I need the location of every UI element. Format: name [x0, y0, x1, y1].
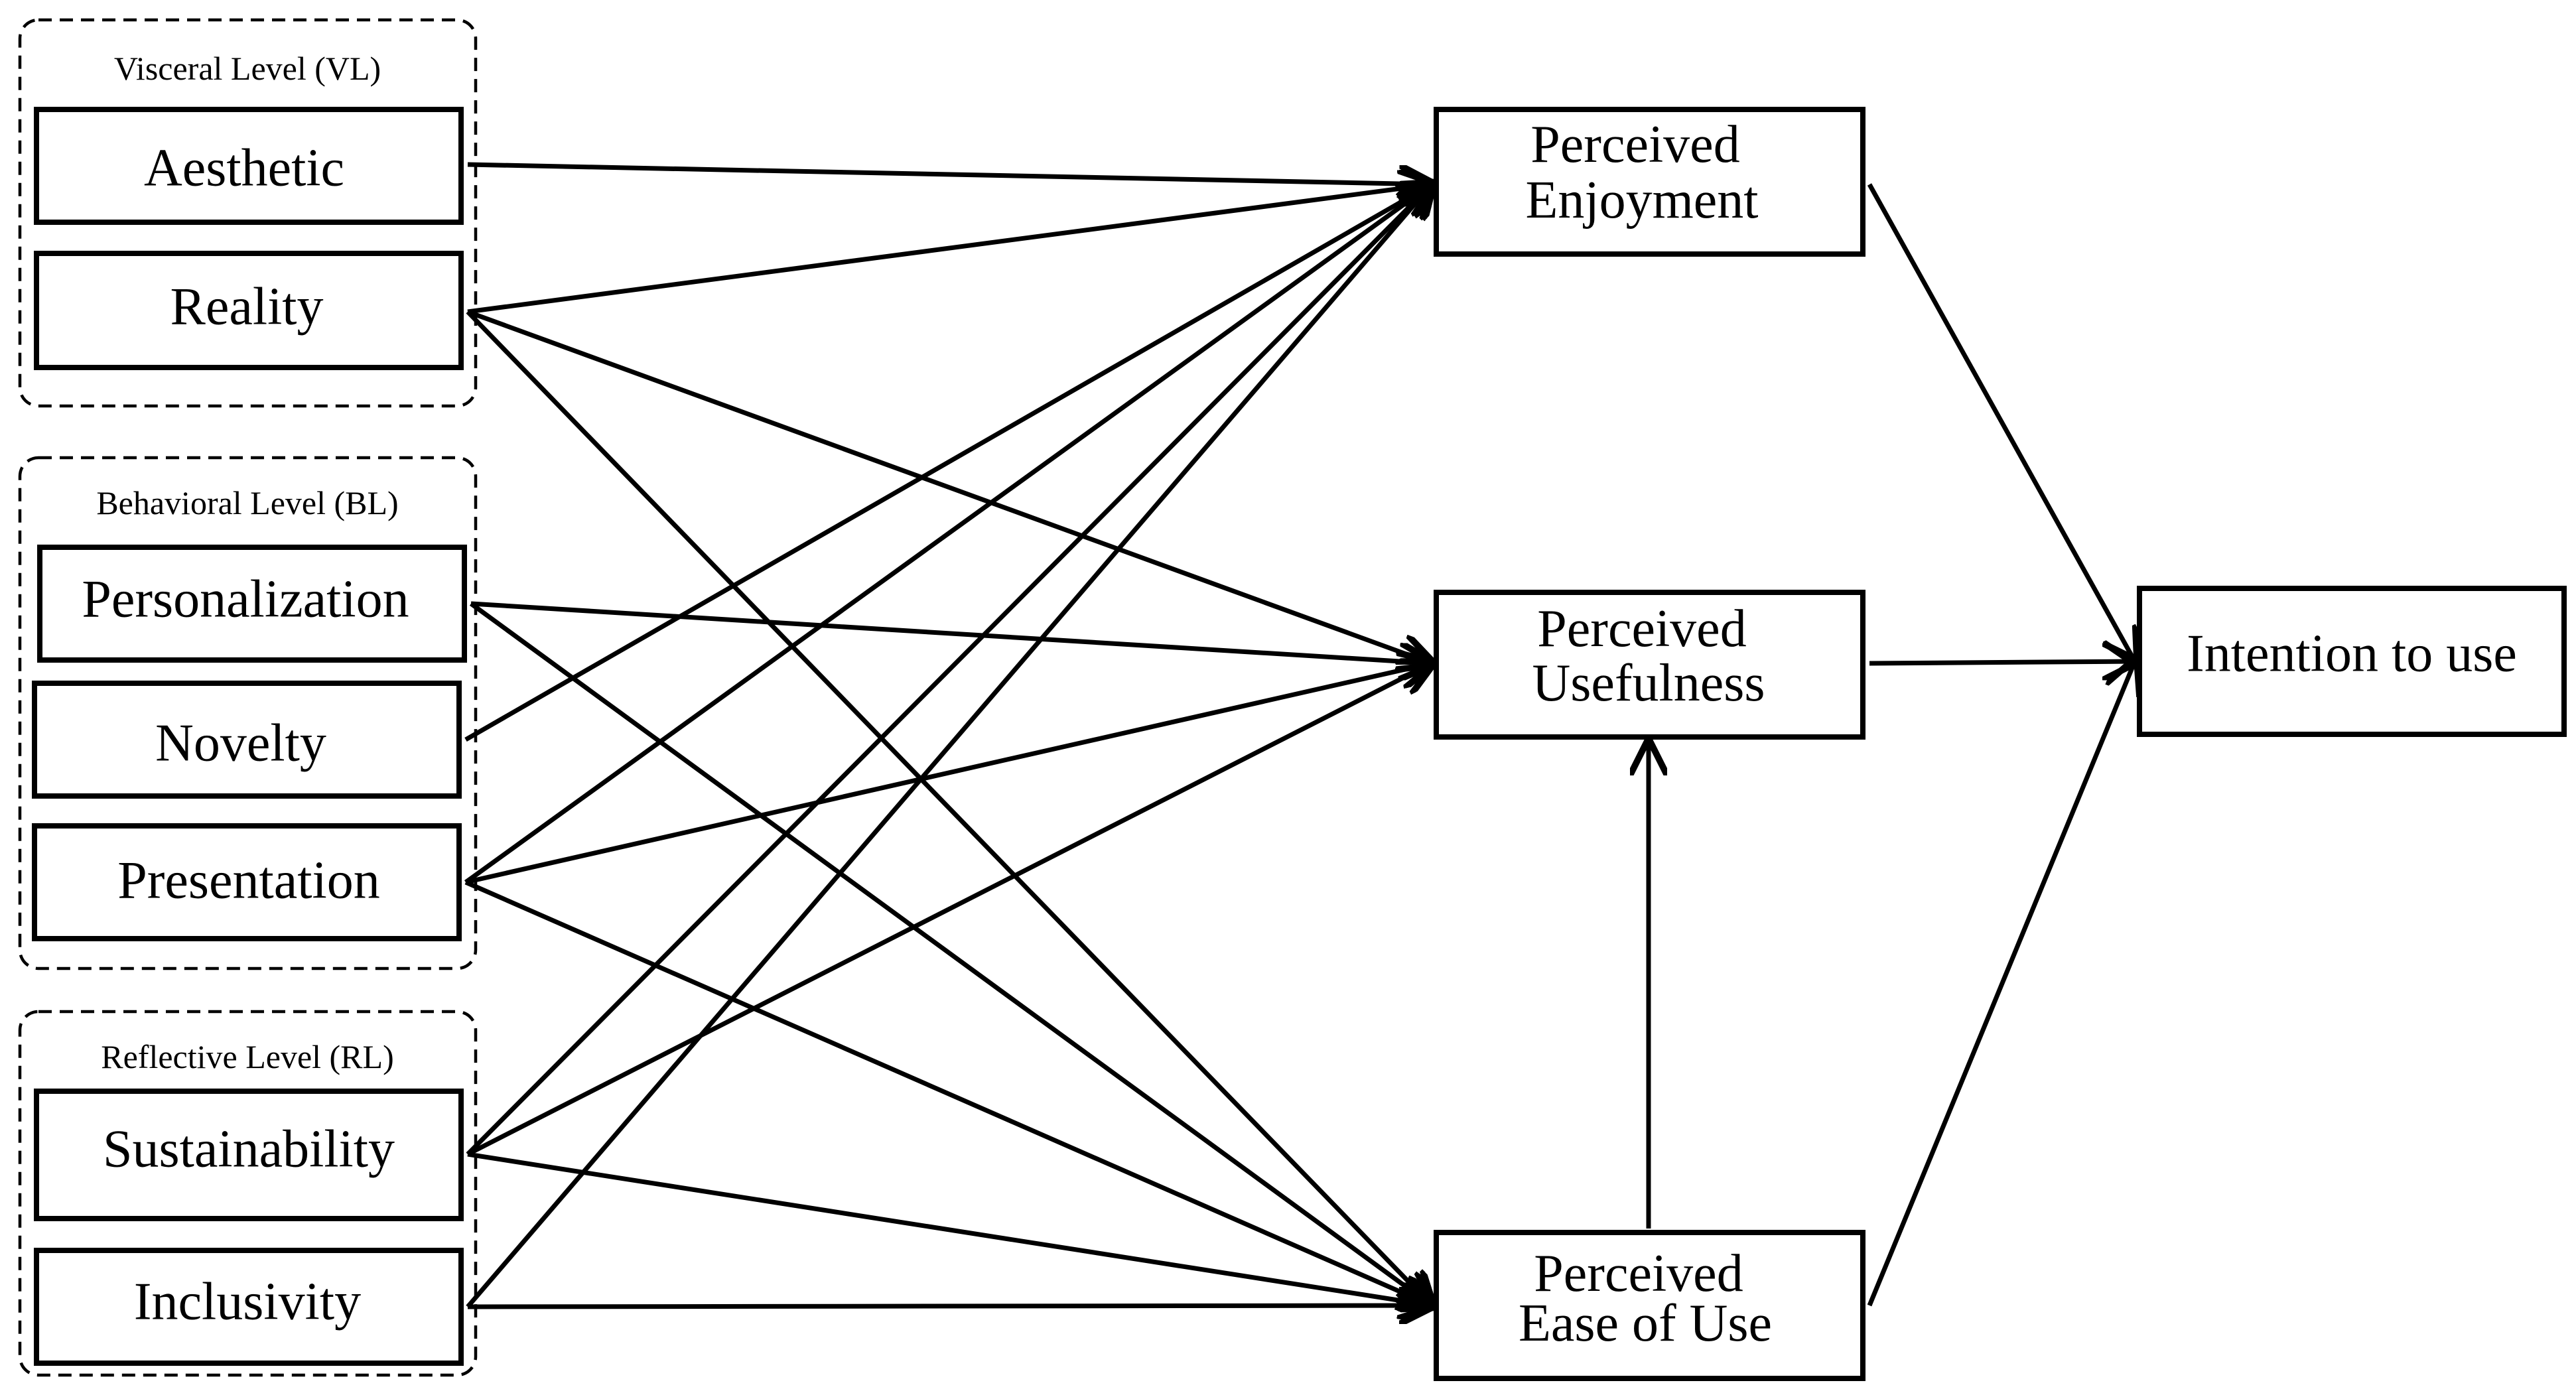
node-inclusivity: Inclusivity: [34, 1248, 464, 1366]
node-reality-label: Reality: [170, 277, 323, 336]
edge-perceived-enjoyment-to-intention-to-use: [1867, 183, 2135, 661]
node-sustainability: Sustainability: [34, 1089, 464, 1221]
edges-layer: [464, 162, 2135, 1309]
node-reality: Reality: [34, 251, 464, 370]
node-presentation: Presentation: [32, 823, 462, 941]
edge-inclusivity-to-perceived-enjoyment: [466, 184, 1432, 1309]
node-perceived-ease-of-use-line1: Perceived: [1534, 1244, 1743, 1303]
node-perceived-enjoyment: Perceived Enjoyment: [1434, 107, 1865, 257]
node-perceived-usefulness-line1: Perceived: [1537, 600, 1746, 658]
node-perceived-ease-of-use: Perceived Ease of Use: [1434, 1230, 1865, 1381]
node-personalization: Personalization: [37, 545, 467, 663]
node-perceived-ease-of-use-label: Perceived Ease of Use: [1519, 1244, 1772, 1353]
edge-sustainability-to-perceived-ease-of-use: [467, 1152, 1432, 1305]
node-perceived-enjoyment-line2: Enjoyment: [1525, 171, 1758, 230]
node-personalization-label: Personalization: [82, 570, 409, 628]
group-behavioral-frame: [18, 456, 478, 970]
edge-reality-to-perceived-usefulness: [466, 309, 1432, 663]
group-visceral-frame: [18, 18, 478, 408]
node-novelty-label: Novelty: [155, 714, 326, 772]
group-reflective-level: Reflective Level (RL): [18, 1010, 478, 1377]
edge-presentation-to-perceived-ease-of-use: [464, 880, 1432, 1305]
group-behavioral-title: Behavioral Level (BL): [96, 484, 398, 521]
edge-perceived-ease-of-use-to-intention-to-use: [1867, 661, 2135, 1307]
node-perceived-usefulness-line2: Usefulness: [1532, 654, 1765, 712]
edge-personalization-to-perceived-ease-of-use: [469, 602, 1432, 1305]
node-aesthetic: Aesthetic: [34, 107, 464, 225]
edge-aesthetic-to-perceived-enjoyment: [467, 162, 1432, 184]
node-perceived-usefulness: Perceived Usefulness: [1434, 590, 1865, 740]
node-inclusivity-label: Inclusivity: [134, 1272, 361, 1331]
edge-presentation-to-perceived-enjoyment: [464, 184, 1432, 884]
node-novelty: Novelty: [32, 681, 462, 799]
node-perceived-ease-of-use-line2: Ease of Use: [1519, 1294, 1772, 1353]
edge-perceived-usefulness-to-intention-to-use: [1869, 661, 2135, 663]
node-aesthetic-label: Aesthetic: [144, 139, 344, 197]
group-behavioral-level: Behavioral Level (BL): [18, 456, 478, 970]
edge-personalization-to-perceived-usefulness: [470, 601, 1432, 663]
edge-presentation-to-perceived-usefulness: [465, 663, 1432, 885]
node-sustainability-label: Sustainability: [103, 1120, 395, 1178]
group-visceral-title: Visceral Level (VL): [114, 50, 381, 87]
node-perceived-enjoyment-line1: Perceived: [1530, 115, 1739, 174]
node-intention-to-use-label: Intention to use: [2187, 624, 2517, 683]
group-reflective-frame: [18, 1010, 478, 1377]
edge-novelty-to-perceived-enjoyment: [464, 184, 1432, 742]
node-perceived-enjoyment-label: Perceived Enjoyment: [1525, 115, 1758, 230]
edge-sustainability-to-perceived-usefulness: [466, 663, 1432, 1157]
group-reflective-title: Reflective Level (RL): [101, 1038, 393, 1075]
edge-reality-to-perceived-enjoyment: [467, 184, 1432, 314]
edge-inclusivity-to-perceived-ease-of-use: [467, 1305, 1432, 1307]
node-intention-to-use: Intention to use: [2137, 586, 2567, 737]
node-presentation-label: Presentation: [117, 851, 379, 909]
edge-sustainability-to-perceived-enjoyment: [466, 184, 1432, 1156]
node-perceived-usefulness-label: Perceived Usefulness: [1532, 600, 1765, 712]
edge-reality-to-perceived-ease-of-use: [466, 310, 1432, 1305]
group-visceral-level: Visceral Level (VL): [18, 18, 478, 408]
